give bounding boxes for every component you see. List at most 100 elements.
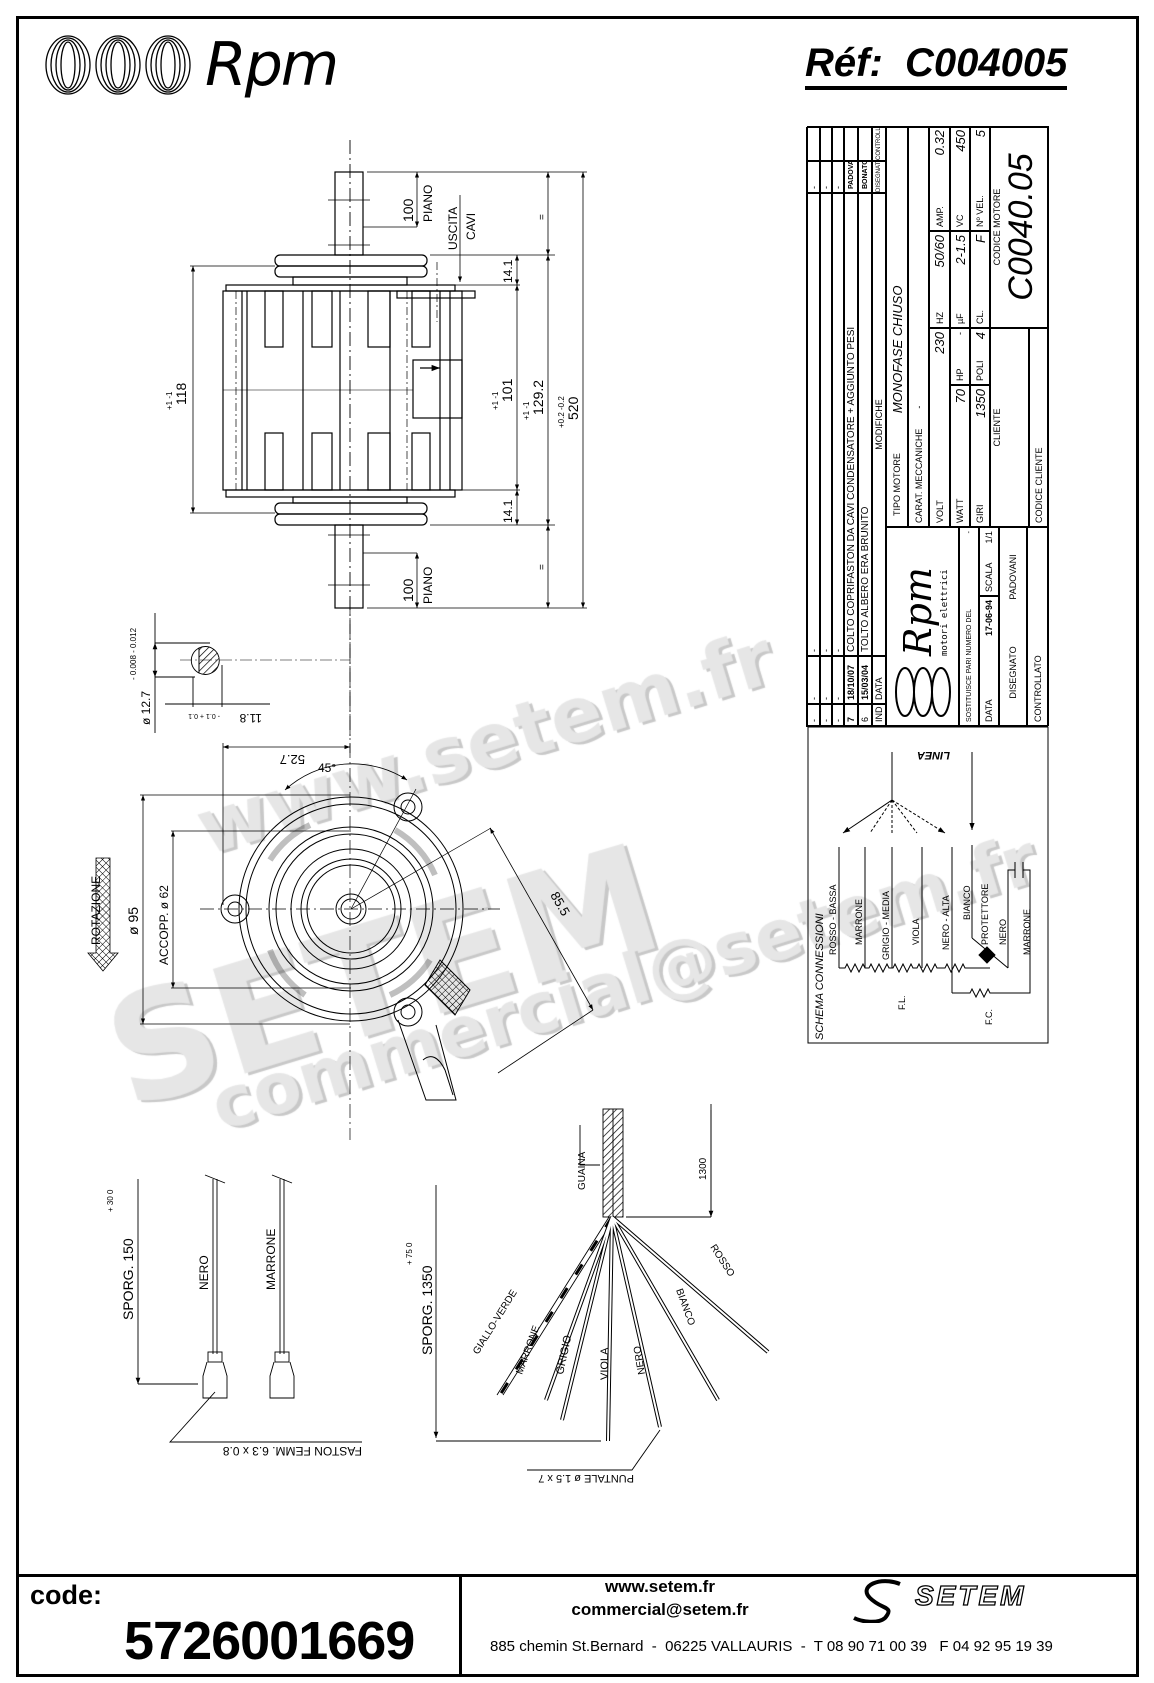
rotation-arrow-icon [87,857,119,972]
schema-wire-marrone: MARRONE [854,899,864,945]
shaft-bottom-length: 100 [400,578,416,602]
vc-label: VC [955,214,965,227]
ref-label: Réf: [805,41,883,85]
rev-by: - [832,161,844,193]
drawing-frame [16,16,1139,1677]
dim-520: 520 [565,396,581,420]
tol-101: +1 -1 [491,391,500,410]
client-label: CLIENTE [990,328,1029,527]
schema-wire-marrone-2: MARRONE [1022,909,1032,955]
rotation-label: ROTAZIONE [89,876,103,945]
hdr-date: DATA [872,656,886,704]
drawn-label: DISEGNATO [1008,646,1018,699]
replaces-value: - [965,531,973,534]
date-value: 17-06-94 [984,600,994,637]
rev-date: - [832,656,844,704]
rev-date: 15/03/04 [858,656,872,704]
cl-value: F [972,235,988,243]
drawn-value: PADOVANI [1008,554,1018,600]
footer-divider [16,1574,1139,1577]
motor-type-label: TIPO MOTORE [892,453,902,516]
vel-value: 5 [972,130,988,138]
hz-label: HZ [934,312,945,324]
title-block-logo: Rpm motori elettrici [886,527,959,726]
shaft-flat: 11.8 [239,711,262,725]
dim-95: ø 95 [125,907,141,935]
faston-wire-nero: NERO [197,1255,211,1290]
rev-date: 18/10/07 [844,656,858,704]
rev-by: - [820,161,832,193]
date-label: DATA [984,699,994,722]
footer-email-link[interactable]: commercial@setem.fr [571,1600,749,1619]
cl-label: CL. [975,309,985,324]
schema-protector: PROTETTORE [980,884,990,945]
motor-code-value: C0040.05 [1002,153,1040,301]
schema-wire-rosso: ROSSO - BASSA [828,884,838,955]
rev-by: BONATO [858,161,872,193]
tb-logo-text: Rpm [895,567,940,656]
hdr-checked: CONTROLLATO [872,126,886,161]
schema-line: LINEA [917,749,950,761]
cable-tip-spec: PUNTALE ø 1.5 x 7 [538,1472,634,1484]
shaft-diameter-tol: - 0.008 - 0.012 [129,627,138,680]
vel-label: Nº VEL. [975,195,985,227]
dim-85-5: 85.5 [547,889,573,918]
cable-sporg: SPORG. 1350 [419,1265,435,1355]
rpm-logo-text: Rpm [205,30,339,100]
faston-tol: + 30 0 [106,1189,115,1212]
side-view-dimensions [190,171,587,609]
watt-value: 70 [952,389,968,404]
uf-label: µF [955,313,965,324]
schema-fl: F.L. [897,995,907,1010]
reference-number: Réf: C004005 [805,40,1068,90]
rev-date: - [807,656,820,704]
checked-label: CONTROLLATO [1033,655,1043,722]
rev-ind: 6 [858,704,872,726]
tb-logo-sub: motori elettrici [939,569,950,656]
poli-value: 4 [972,332,988,340]
drawing-labels: 118 +1 -1 14.1 14.1 101 +1 -1 129.2 +1 -… [89,185,1032,1484]
cable-wire-marrone: MARRONE [514,1324,542,1376]
end-view-dimensions [87,743,594,1074]
hdr-ind: IND [872,704,886,726]
angle-45: 45° [318,761,336,775]
motor-side-view [222,140,476,740]
rev-ind: - [820,704,832,726]
uf-value: 2-1.5 [952,235,968,265]
amp-label: AMP. [934,206,945,227]
faston-sporg: SPORG. 150 [120,1238,136,1320]
watt-label: WATT [955,498,965,524]
rev-ind: - [807,704,820,726]
shaft-flat-tol: - 0.1 + 0.1 [188,712,220,719]
giri-label: GIRI [975,504,985,523]
rev-ind: 7 [844,704,858,726]
ref-value: C004005 [905,41,1068,85]
footer-website-link[interactable]: www.setem.fr [605,1577,715,1596]
rpm-coil-logo [45,35,191,95]
cable-wire-rosso: ROSSO [707,1243,736,1279]
cable-tol: + 75 0 [405,1242,414,1265]
rpm-coil-icon [894,667,951,717]
tol-118: +1 -1 [165,391,174,410]
volt-label: VOLT [934,500,945,523]
schema-wire-bianco: BIANCO [962,885,972,920]
footer-address: 885 chemin St.Bernard - 06225 VALLAURIS … [490,1638,1053,1655]
rev-check [820,126,832,161]
rev-text: - [807,193,820,656]
schema-wire-viola: VIOLA [911,918,921,945]
shaft-top-length: 100 [400,198,416,222]
rev-by: - [807,161,820,193]
rev-text: - [832,193,844,656]
cable-wire-grigio: GRIGIO [554,1334,574,1376]
faston-wire-marrone: MARRONE [264,1229,278,1290]
cable-wire-giallo-verde: GIALLO-VERDE [471,1288,520,1357]
product-code-box: code: 5726001669 [16,1574,462,1677]
rev-date: - [820,656,832,704]
poli-label: POLI [975,360,985,381]
tol-520: +0.2 -0.2 [557,396,566,428]
shaft-top-label: PIANO [421,185,435,222]
cable-wires [496,1215,770,1442]
shaft-section-detail [152,613,350,733]
rev-text: COLTO COPRIFASTON DA CAVI CONDENSATORE +… [844,193,858,656]
